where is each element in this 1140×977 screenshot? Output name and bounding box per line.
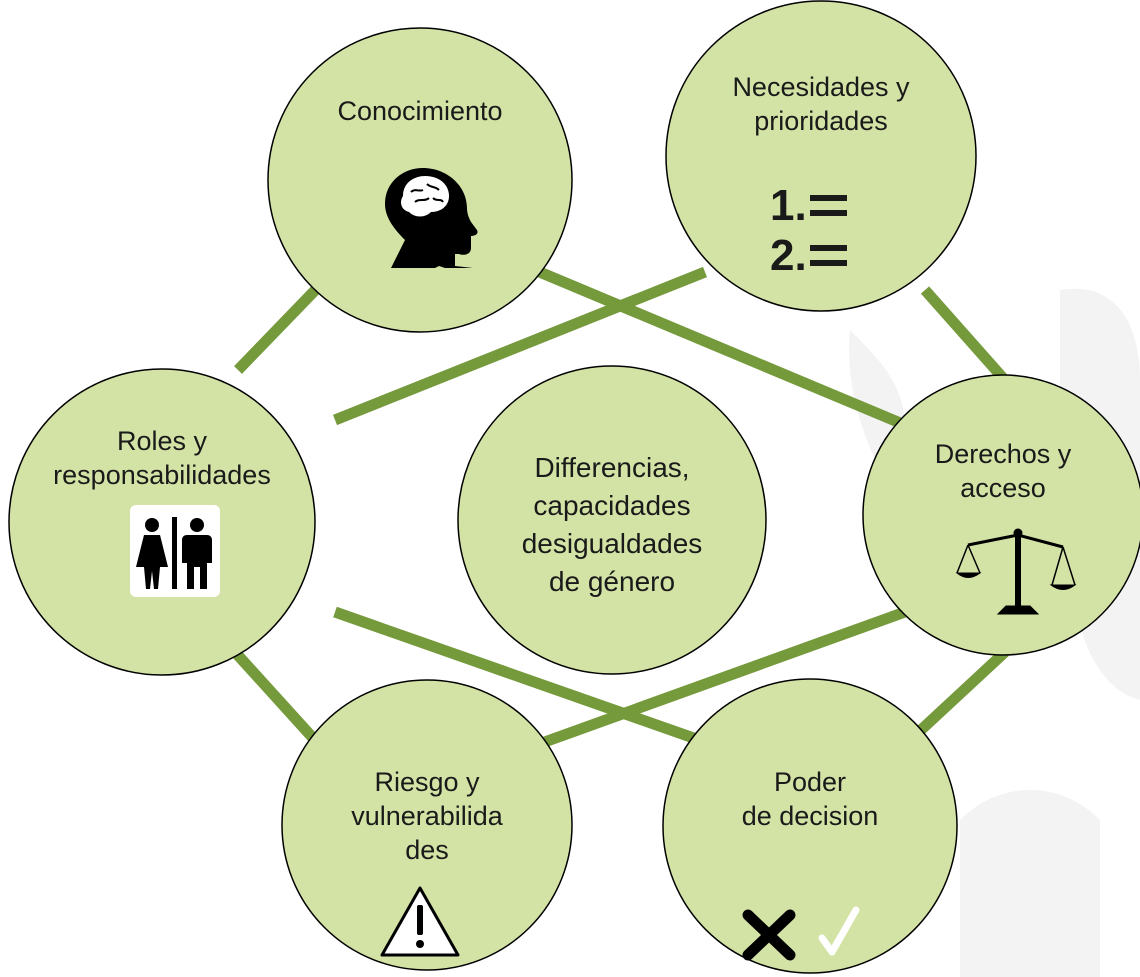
node-necesidades [665, 0, 977, 312]
connector-necesidades-roles [332, 266, 708, 426]
connector-roles-poder [333, 606, 707, 748]
warning-triangle-icon [380, 886, 460, 957]
connectors [230, 262, 1009, 754]
label-riesgo: Riesgo y vulnerabilida des [351, 767, 503, 865]
balance-scale-icon [955, 528, 1077, 615]
label-center: Differencias, capacidades desigualdades … [521, 452, 703, 597]
connector-conocimiento-roles [234, 276, 329, 374]
cross-check-icon [742, 906, 860, 961]
node-riesgo [281, 679, 573, 971]
node-poder [662, 678, 958, 974]
connector-derechos-poder [904, 647, 1009, 747]
head-brain-icon [385, 168, 478, 268]
label-conocimiento: Conocimiento [337, 96, 503, 126]
connector-derechos-riesgo [526, 606, 907, 754]
connector-roles-riesgo [230, 648, 327, 752]
connector-conocimiento-derechos [527, 262, 908, 431]
label-poder: Poder de decision [741, 767, 879, 831]
svg-text:2.: 2. [770, 231, 807, 280]
svg-text:1.: 1. [770, 181, 807, 230]
connector-necesidades-derechos [920, 286, 1008, 382]
numbered-list-icon: 1. 2. [770, 181, 847, 280]
restroom-icon [130, 505, 220, 597]
node-center [457, 365, 767, 675]
label-roles: Roles y responsabilidades [53, 426, 271, 490]
label-necesidades: Necesidades y prioridades [732, 72, 910, 136]
label-derechos: Derechos y acceso [934, 439, 1072, 503]
